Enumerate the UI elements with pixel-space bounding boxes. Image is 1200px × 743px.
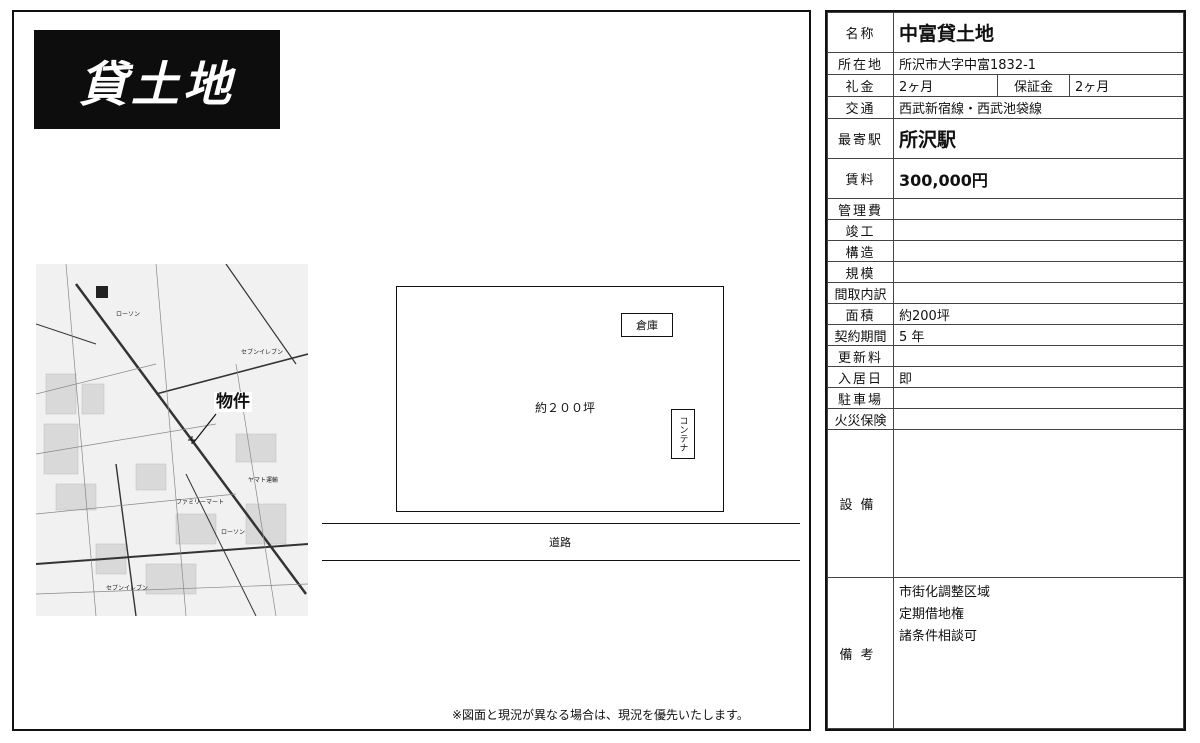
label-deposit: 保証金 — [997, 74, 1070, 97]
road-line-top — [322, 523, 800, 524]
value-layout — [893, 282, 1184, 304]
property-marker-label: 物件 — [214, 392, 252, 412]
label-rent: 賃料 — [827, 158, 894, 199]
value-scale — [893, 261, 1184, 283]
row-management: 管理費 — [827, 198, 1184, 220]
row-structure: 構造 — [827, 240, 1184, 262]
remark-line-2: 定期借地権 — [899, 607, 965, 622]
value-completion — [893, 219, 1184, 241]
label-station: 最寄駅 — [827, 118, 894, 159]
row-layout: 間取内訳 — [827, 282, 1184, 304]
map-place-4: ローソン — [221, 529, 245, 536]
value-facilities — [893, 429, 1184, 578]
warehouse-box: 倉庫 — [621, 313, 673, 337]
row-completion: 竣工 — [827, 219, 1184, 241]
road-line-bottom — [322, 560, 800, 561]
banner-title: 貸土地 — [34, 30, 280, 129]
disclaimer-note: ※図面と現況が異なる場合は、現況を優先いたします。 — [452, 708, 749, 722]
road-label: 道路 — [549, 536, 571, 549]
map-place-6: ファミリーマート — [176, 499, 224, 506]
label-address: 所在地 — [827, 52, 894, 75]
property-info-panel: 名称 中富貸土地 所在地 所沢市大字中富1832-1 礼金 2ヶ月 保証金 2ヶ… — [825, 10, 1186, 731]
site-plan: 約２００坪 倉庫 コンテナ 道路 — [314, 282, 804, 572]
row-area: 面積 約200坪 — [827, 303, 1184, 325]
value-deposit: 2ヶ月 — [1069, 74, 1184, 97]
row-parking: 駐車場 — [827, 387, 1184, 409]
label-insurance: 火災保険 — [827, 408, 894, 430]
value-parking — [893, 387, 1184, 409]
property-info-table: 名称 中富貸土地 所在地 所沢市大字中富1832-1 礼金 2ヶ月 保証金 2ヶ… — [827, 12, 1184, 729]
label-layout: 間取内訳 — [827, 282, 894, 304]
row-contract: 契約期間 5 年 — [827, 324, 1184, 346]
map-graphic: ローソン セブンイレブン ヤマト運輸 ローソン セブンイレブン ファミリーマート — [36, 264, 308, 616]
remark-line-1: 市街化調整区域 — [899, 585, 991, 600]
map-place-3: ヤマト運輸 — [248, 476, 278, 484]
label-move-in: 入居日 — [827, 366, 894, 388]
row-station: 最寄駅 所沢駅 — [827, 118, 1184, 159]
label-remarks: 備考 — [827, 577, 894, 729]
land-plot: 約２００坪 倉庫 コンテナ — [396, 286, 724, 512]
row-insurance: 火災保険 — [827, 408, 1184, 430]
value-remarks: 市街化調整区域 定期借地権 諸条件相談可 — [893, 577, 1184, 729]
label-area: 面積 — [827, 303, 894, 325]
value-structure — [893, 240, 1184, 262]
label-management: 管理費 — [827, 198, 894, 220]
row-facilities: 設備 — [827, 429, 1184, 578]
map-place-2: セブンイレブン — [241, 348, 283, 356]
row-key-money: 礼金 2ヶ月 保証金 2ヶ月 — [827, 74, 1184, 97]
row-address: 所在地 所沢市大字中富1832-1 — [827, 52, 1184, 75]
container-box: コンテナ — [671, 409, 695, 459]
plot-area-label: 約２００坪 — [535, 401, 596, 415]
value-station: 所沢駅 — [893, 118, 1184, 159]
label-renewal: 更新料 — [827, 345, 894, 367]
label-name: 名称 — [827, 12, 894, 53]
value-key-money: 2ヶ月 — [893, 74, 998, 97]
value-insurance — [893, 408, 1184, 430]
value-management — [893, 198, 1184, 220]
label-parking: 駐車場 — [827, 387, 894, 409]
value-rent: 300,000円 — [893, 158, 1184, 199]
value-address: 所沢市大字中富1832-1 — [893, 52, 1184, 75]
label-completion: 竣工 — [827, 219, 894, 241]
remark-line-3: 諸条件相談可 — [899, 629, 978, 644]
label-scale: 規模 — [827, 261, 894, 283]
value-area: 約200坪 — [893, 303, 1184, 325]
area-map: ローソン セブンイレブン ヤマト運輸 ローソン セブンイレブン ファミリーマート… — [36, 264, 308, 616]
label-transport: 交通 — [827, 96, 894, 119]
row-name: 名称 中富貸土地 — [827, 12, 1184, 53]
row-renewal: 更新料 — [827, 345, 1184, 367]
row-move-in: 入居日 即 — [827, 366, 1184, 388]
row-remarks: 備考 市街化調整区域 定期借地権 諸条件相談可 — [827, 577, 1184, 729]
row-scale: 規模 — [827, 261, 1184, 283]
flyer-left-panel: 貸土地 — [12, 10, 811, 731]
map-place-5: セブンイレブン — [106, 584, 148, 592]
value-transport: 西武新宿線・西武池袋線 — [893, 96, 1184, 119]
value-renewal — [893, 345, 1184, 367]
row-transport: 交通 西武新宿線・西武池袋線 — [827, 96, 1184, 119]
value-move-in: 即 — [893, 366, 1184, 388]
label-key-money: 礼金 — [827, 74, 894, 97]
value-name: 中富貸土地 — [893, 12, 1184, 53]
label-structure: 構造 — [827, 240, 894, 262]
row-rent: 賃料 300,000円 — [827, 158, 1184, 199]
label-facilities: 設備 — [827, 429, 894, 578]
label-contract: 契約期間 — [827, 324, 894, 346]
value-contract: 5 年 — [893, 324, 1184, 346]
map-place-1: ローソン — [116, 311, 140, 318]
